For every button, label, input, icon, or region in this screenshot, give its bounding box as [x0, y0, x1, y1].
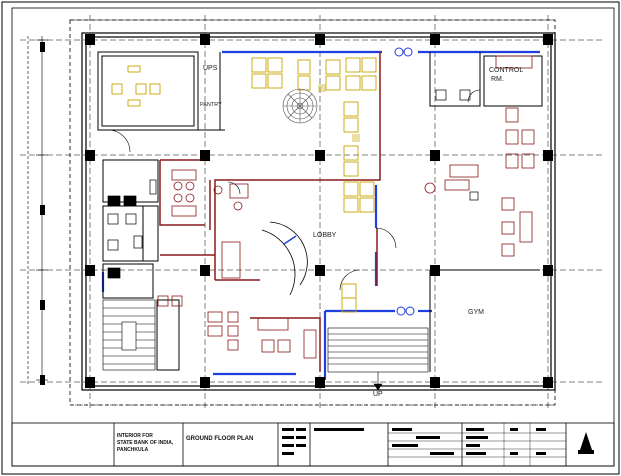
room-label-control: CONTROL: [489, 67, 523, 74]
glazing-joints: [394, 47, 415, 316]
client-line-3: PANCHKULA: [117, 447, 149, 453]
columns: [85, 34, 553, 388]
reception-counter: [261, 221, 308, 296]
title-block: [11, 422, 615, 467]
room-label-gym: GYM: [468, 309, 484, 316]
site-boundary: [69, 19, 556, 406]
title-block-cells: [282, 428, 546, 455]
staircase-left: [102, 299, 156, 371]
fixtures: [107, 89, 479, 279]
office-furniture: [157, 55, 535, 359]
stair-label-up: UP: [373, 391, 383, 398]
room-label-control-rm: RM.: [491, 76, 504, 83]
client-line-2: STATE BANK OF INDIA,: [117, 440, 174, 446]
glazing: [101, 50, 540, 380]
fountain-icon: [282, 88, 318, 124]
room-label-pantry: PANTRY: [200, 102, 222, 108]
title-block-gridlines: [388, 423, 566, 466]
lounge-tables: [318, 84, 360, 142]
room-label-ups: UPS: [203, 65, 218, 72]
north-arrow-icon: [578, 432, 594, 454]
entrance-steps: [327, 327, 429, 391]
drawing-title: GROUND FLOOR PLAN: [186, 436, 253, 442]
room-label-lobby: LOBBY: [313, 232, 337, 239]
client-line-1: INTERIOR FOR: [117, 433, 153, 439]
structural-grid: [20, 15, 605, 410]
lounge-seating: [111, 57, 377, 313]
dimension-lines: [27, 19, 555, 406]
dimension-ticks: [40, 42, 45, 385]
door-swings: [107, 89, 481, 291]
